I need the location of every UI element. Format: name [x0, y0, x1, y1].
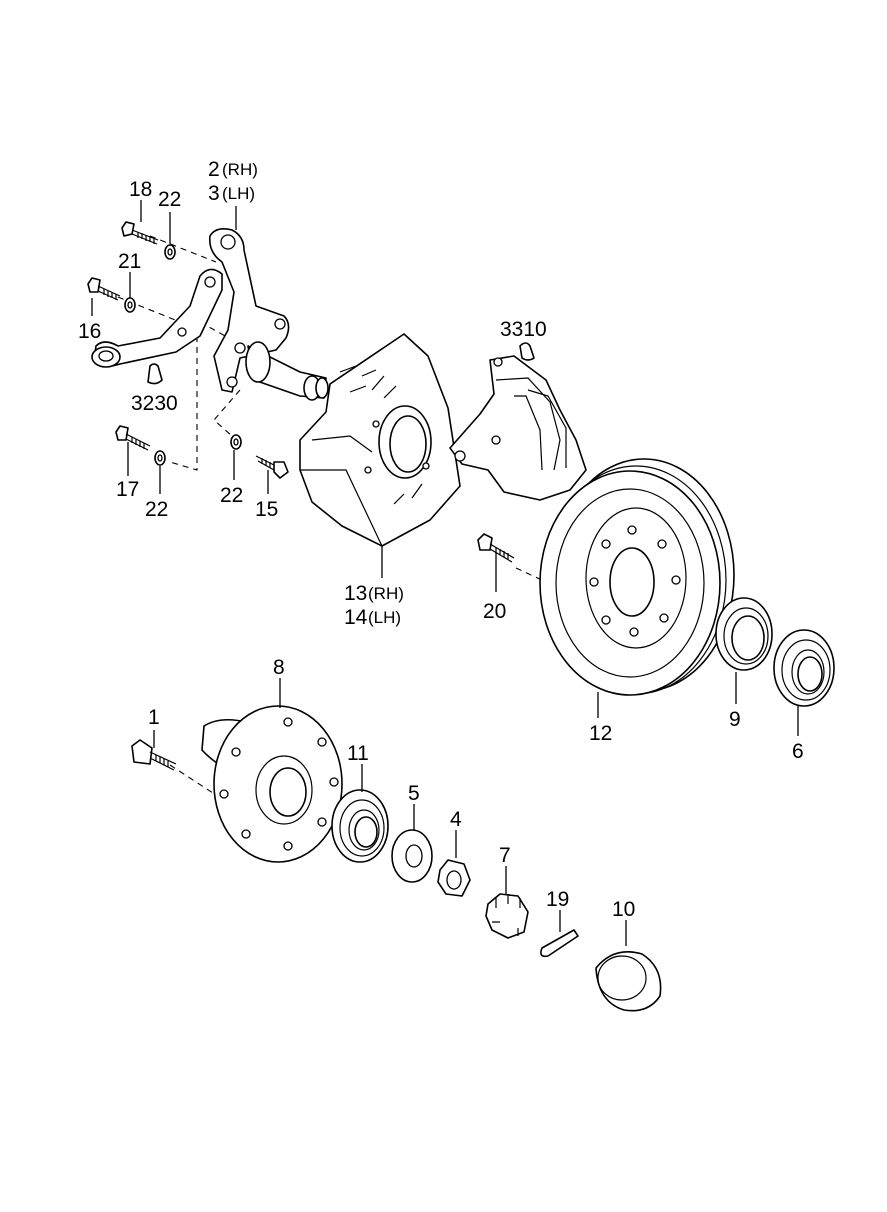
label-13: 13	[344, 582, 367, 605]
label-14: 14	[344, 606, 368, 629]
label-3310: 3310	[500, 318, 547, 341]
label-19: 19	[546, 888, 569, 911]
label-1: 1	[148, 706, 160, 729]
bolt-18	[121, 221, 159, 245]
label-3230: 3230	[131, 392, 178, 415]
label-15: 15	[255, 498, 278, 521]
label-7: 7	[499, 844, 511, 867]
bolt-17	[115, 425, 151, 451]
oil-seal-9	[715, 597, 773, 671]
leader-lines	[91, 200, 799, 946]
label-11: 11	[347, 742, 369, 765]
label-8: 8	[273, 656, 285, 679]
label-16: 16	[78, 320, 101, 343]
castle-nut-7	[485, 893, 529, 939]
nut-4	[437, 859, 471, 897]
washer-22-lower-left	[154, 450, 166, 466]
clip-3230	[147, 363, 163, 385]
washer-21	[124, 297, 136, 313]
callout-labels: 2 (RH) 3 (LH) 18 22 21 16 3230 17 22 22 …	[78, 158, 804, 921]
label-10: 10	[612, 898, 635, 921]
cotter-pin-19	[540, 929, 579, 958]
label-9: 9	[729, 708, 741, 731]
wheel-hub	[201, 705, 343, 863]
bolt-15	[255, 455, 289, 479]
label-2: 2	[208, 158, 220, 181]
label-12: 12	[589, 722, 612, 745]
brake-disc	[539, 458, 735, 696]
label-17: 17	[116, 478, 139, 501]
bolt-16	[87, 277, 121, 301]
steering-arm	[91, 268, 223, 368]
label-13-suffix: (RH)	[368, 584, 404, 603]
label-22-bottom-center: 22	[220, 484, 243, 507]
washer-22-lower-center	[230, 434, 242, 450]
label-14-suffix: (LH)	[368, 608, 401, 627]
dust-shield	[299, 333, 461, 547]
washer-22-upper	[164, 244, 176, 260]
label-22-top: 22	[158, 188, 181, 211]
steering-knuckle	[208, 228, 329, 401]
label-6: 6	[792, 740, 804, 763]
washer-5	[391, 829, 433, 883]
hub-cap-10	[595, 951, 662, 1012]
hub-bolt-1	[131, 739, 177, 771]
label-4: 4	[450, 808, 462, 831]
label-22-bottom-left: 22	[145, 498, 168, 521]
label-2-suffix: (RH)	[222, 160, 258, 179]
bolt-20	[477, 533, 515, 563]
brake-caliper	[449, 342, 587, 501]
label-18: 18	[129, 178, 152, 201]
bearing-6	[773, 629, 835, 707]
bearing-11	[331, 789, 389, 863]
label-3: 3	[208, 182, 220, 205]
label-20: 20	[483, 600, 506, 623]
label-5: 5	[408, 782, 420, 805]
label-3-suffix: (LH)	[222, 184, 255, 203]
label-21: 21	[118, 250, 141, 273]
